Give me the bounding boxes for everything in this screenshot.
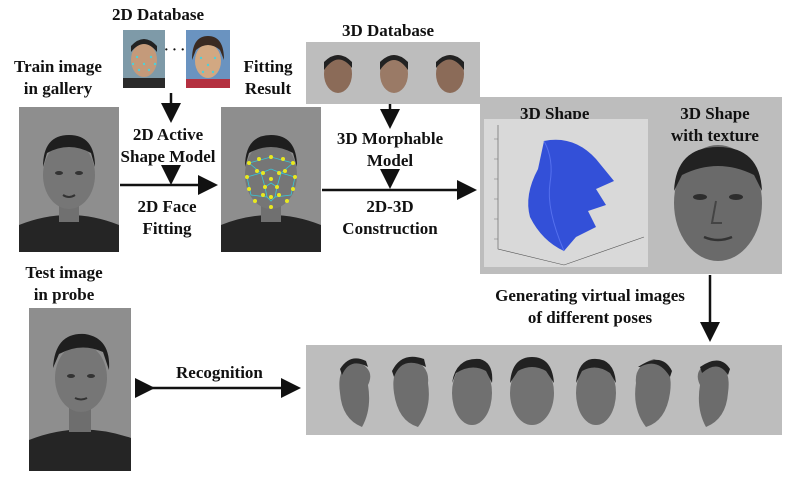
label-construct-line-1: 2D-3D: [366, 197, 414, 216]
db-face-2-graphic: [186, 30, 230, 88]
label-recognition: Recognition: [176, 363, 263, 382]
pose-face-4: [510, 357, 554, 425]
label-test-line-2: in probe: [33, 285, 95, 304]
label-2d-3d-construction: 2D-3D Construction: [330, 196, 450, 240]
label-3d-database: 3D Database: [342, 21, 435, 40]
label-2d-face-fitting: 2D Face Fitting: [127, 196, 207, 240]
test-face-graphic: [29, 308, 131, 471]
db-face-image-2: [186, 30, 230, 88]
db-ellipsis: · · ·: [164, 43, 186, 58]
label-test-image: Test image in probe: [14, 262, 114, 306]
pose-face-2: [392, 356, 429, 427]
label-3d-shape: 3D Shape: [520, 104, 590, 123]
pose-face-3: [452, 358, 493, 425]
fitted-face-image: [221, 107, 321, 252]
label-2d-active-shape-model: 2D Active Shape Model: [118, 124, 218, 168]
db-face-image-1: [123, 30, 165, 88]
label-train-line-1: Train image: [14, 57, 102, 76]
train-face-image: [19, 107, 119, 252]
3d-shape-plot: [484, 119, 648, 267]
label-test-line-1: Test image: [25, 263, 103, 282]
fitted-face-graphic: [221, 107, 321, 252]
label-generating-virtual-images: Generating virtual images of different p…: [470, 285, 710, 329]
label-generating-line-2: of different poses: [527, 308, 653, 327]
pose-face-7: [697, 360, 730, 427]
label-train-image: Train image in gallery: [8, 56, 108, 100]
label-shape-tex-line-2: with texture: [671, 126, 759, 145]
label-face-fit-line-1: 2D Face: [137, 197, 197, 216]
test-face-image: [29, 308, 131, 471]
db-face-1-graphic: [123, 30, 165, 88]
label-asm-line-1: 2D Active: [132, 125, 204, 144]
3d-shape-panel: 3D Shape 3D Shape with texture: [480, 97, 782, 274]
label-asm-line-2: Shape Model: [120, 147, 216, 166]
label-train-line-2: in gallery: [23, 79, 93, 98]
label-3d-morphable-model: 3D Morphable Model: [330, 128, 450, 172]
virtual-pose-faces: [339, 356, 730, 427]
label-3d-shape-with-texture: 3D Shape with texture: [650, 103, 780, 147]
label-face-fit-line-2: Fitting: [142, 219, 192, 238]
label-fitting-line-2: Result: [244, 79, 292, 98]
3d-database-faces: [324, 55, 464, 93]
label-shape-tex-line-1: 3D Shape: [680, 104, 750, 123]
label-construct-line-2: Construction: [342, 219, 438, 238]
label-morph-line-2: Model: [366, 151, 414, 170]
3d-database-panel: [306, 42, 480, 104]
label-morph-line-1: 3D Morphable: [336, 129, 444, 148]
pose-face-1: [339, 358, 371, 427]
train-face-graphic: [19, 107, 119, 252]
label-fitting-line-1: Fitting: [243, 57, 293, 76]
pose-face-6: [635, 359, 672, 427]
label-generating-line-1: Generating virtual images: [495, 286, 685, 305]
label-fitting-result: Fitting Result: [237, 56, 299, 100]
textured-face-graphic: [674, 145, 762, 261]
label-2d-database: 2D Database: [112, 5, 205, 24]
virtual-poses-panel: [306, 345, 782, 435]
pose-face-5: [576, 358, 616, 425]
